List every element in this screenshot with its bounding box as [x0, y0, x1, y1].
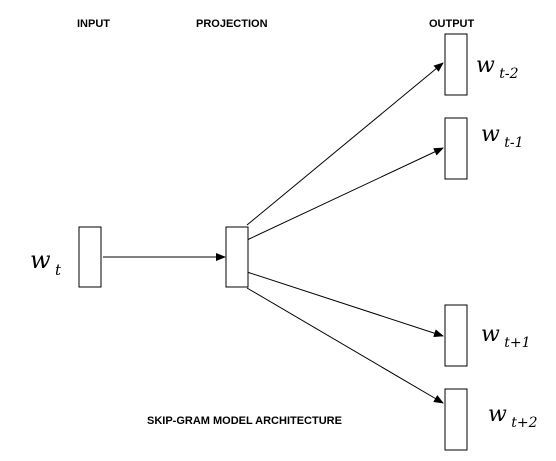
output-word-label-t+2: w t+2 — [488, 402, 538, 431]
output-word-base-t+2: w — [488, 402, 507, 427]
input-word-label: w t — [30, 246, 62, 279]
input-column-label: INPUT — [77, 18, 110, 30]
output-word-label-t-1: w t-1 — [481, 122, 524, 151]
output-vector-box-t+2 — [444, 388, 468, 451]
output-column-label: OUTPUT — [429, 18, 475, 30]
output-word-base-t-1: w — [481, 122, 500, 147]
projection-to-output-t+2-arrow — [246, 287, 444, 404]
input-word-base: w — [30, 246, 51, 274]
projection-to-output-t+1-arrow — [246, 271, 444, 338]
output-vector-box-t-1 — [444, 117, 468, 180]
output-word-sub-t-2: t-2 — [499, 66, 518, 82]
output-word-base-t+1: w — [481, 322, 500, 347]
output-word-label-t+1: w t+1 — [481, 322, 531, 351]
output-vector-box-t-2 — [444, 33, 468, 96]
output-word-label-t-2: w t-2 — [476, 53, 519, 82]
output-word-sub-t+1: t+1 — [504, 335, 530, 351]
input-word-sub: t — [55, 261, 62, 279]
diagram-caption: SKIP-GRAM MODEL ARCHITECTURE — [147, 415, 342, 427]
input-vector-box — [78, 226, 102, 288]
projection-to-output-t-1-arrow — [246, 147, 444, 241]
projection-to-output-t-2-arrow — [246, 62, 444, 226]
projection-vector-box — [225, 226, 249, 288]
projection-column-label: PROJECTION — [196, 18, 268, 30]
output-word-sub-t-1: t-1 — [504, 135, 523, 151]
output-word-base-t-2: w — [476, 53, 495, 78]
output-word-sub-t+2: t+2 — [511, 415, 537, 431]
output-vector-box-t+1 — [444, 304, 468, 367]
